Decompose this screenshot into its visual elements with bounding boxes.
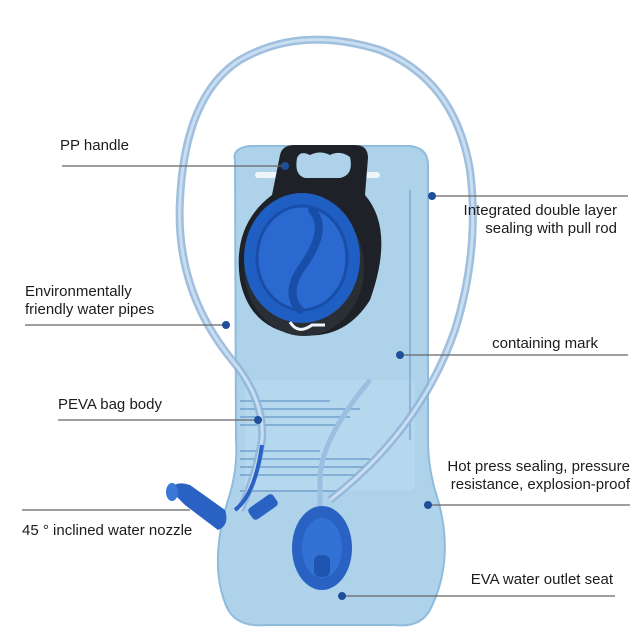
label-outlet-seat: EVA water outlet seat [470,571,613,588]
bite-valve-nozzle [166,444,278,530]
label-line: sealing with pull rod [485,220,617,237]
label-hot-press-sealing: Hot press sealing, pressure resistance, … [447,458,630,494]
eva-outlet-seat [292,506,352,590]
label-integrated-sealing: Integrated double layer sealing with pul… [464,202,617,238]
label-peva-bag-body: PEVA bag body [58,396,162,413]
label-containing-mark: containing mark [492,335,598,352]
label-line: friendly water pipes [25,301,155,318]
instruction-print [240,400,370,492]
label-water-nozzle: 45 ° inclined water nozzle [22,522,193,539]
label-pp-handle: PP handle [60,137,129,154]
label-line: Hot press sealing, pressure [447,458,630,475]
label-line: resistance, explosion-proof [450,476,630,493]
callout-dots [222,162,436,600]
label-water-pipes: Environmentally friendly water pipes [25,283,154,319]
label-line: Environmentally [25,283,132,300]
label-line: Integrated double layer [463,202,617,219]
leader-lines [22,165,630,597]
